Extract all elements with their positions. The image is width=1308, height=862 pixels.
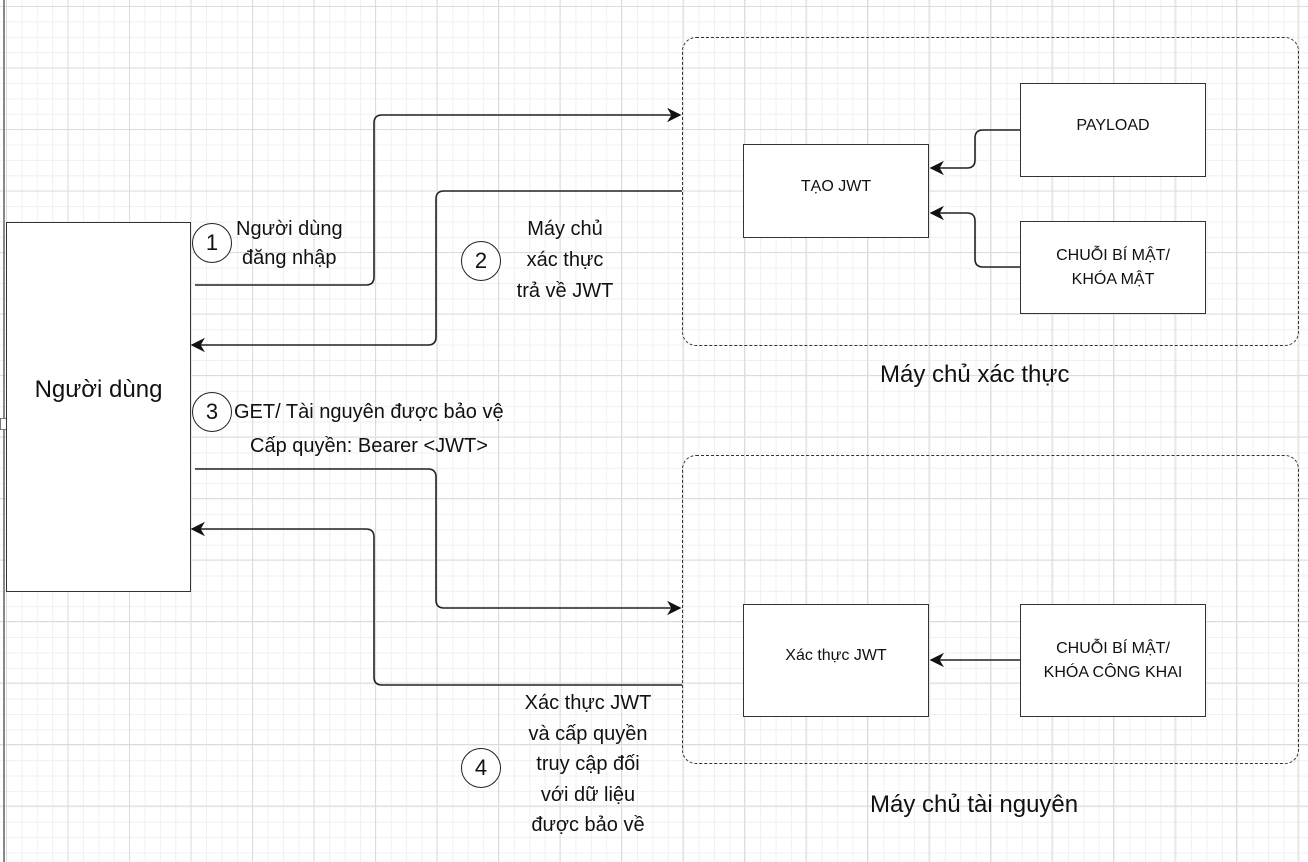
auth-server-container[interactable] [682, 37, 1299, 346]
user-label: Người dùng [34, 376, 163, 403]
step-4-line-2: và cấp quyền [528, 722, 648, 745]
public-key-box[interactable]: CHUỖI BÍ MẬT/ KHÓA CÔNG KHAI [1020, 604, 1206, 717]
resource-server-container[interactable] [682, 455, 1299, 764]
secret-key-label-line-1: CHUỖI BÍ MẬT/ [1056, 246, 1170, 264]
secret-key-label-line-2: KHÓA MẬT [1071, 270, 1155, 288]
payload-box[interactable]: PAYLOAD [1020, 83, 1206, 177]
public-key-label-line-2: KHÓA CÔNG KHAI [1043, 663, 1183, 681]
step-1-line-2: đăng nhập [242, 247, 337, 269]
step-4-line-5: được bảo về [531, 814, 645, 836]
step-1-line-1: Người dùng [236, 218, 343, 240]
step-4-badge: 4 [461, 748, 501, 788]
step-4-line-3: truy cập đối [536, 753, 640, 775]
secret-key-box[interactable]: CHUỖI BÍ MẬT/ KHÓA MẬT [1020, 221, 1206, 314]
step-2-line-2: xác thực [526, 249, 604, 271]
step-3-text: GET/ Tài nguyên được bảo vệ Cấp quyền: B… [234, 395, 554, 463]
arrow-step-3[interactable] [195, 468, 682, 616]
step-2-line-1: Máy chủ [527, 218, 603, 240]
canvas-left-border [3, 0, 5, 862]
step-4-line-1: Xác thực JWT [524, 692, 652, 714]
step-4-text: Xác thực JWT và cấp quyền truy cập đối v… [508, 688, 668, 841]
step-3-line-2: Cấp quyền: Bearer <JWT> [250, 435, 488, 457]
step-2-badge: 2 [461, 241, 501, 281]
step-2-number: 2 [474, 248, 488, 273]
create-jwt-box[interactable]: TẠO JWT [743, 144, 929, 238]
payload-label: PAYLOAD [1076, 117, 1150, 134]
user-box[interactable]: Người dùng [6, 222, 191, 592]
step-4-number: 4 [474, 755, 488, 780]
step-1-number: 1 [205, 230, 219, 255]
create-jwt-label: TẠO JWT [800, 178, 872, 195]
step-3-number: 3 [205, 399, 219, 424]
step-3-line-1: GET/ Tài nguyên được bảo vệ [234, 401, 504, 423]
public-key-label-line-1: CHUỖI BÍ MẬT/ [1056, 639, 1170, 657]
step-3-badge: 3 [192, 392, 232, 432]
resource-server-title: Máy chủ tài nguyên [870, 791, 1079, 818]
verify-jwt-box[interactable]: Xác thực JWT [743, 604, 929, 717]
verify-jwt-label: Xác thực JWT [785, 646, 887, 664]
step-4-line-4: với dữ liệu [540, 783, 636, 806]
arrow-step-4[interactable] [190, 521, 682, 686]
step-2-line-3: trả về JWT [516, 280, 614, 302]
auth-server-title: Máy chủ xác thực [880, 361, 1070, 388]
step-1-text: Người dùng đăng nhập [236, 215, 343, 273]
step-2-text: Máy chủ xác thực trả về JWT [505, 214, 625, 307]
step-1-badge: 1 [192, 223, 232, 263]
